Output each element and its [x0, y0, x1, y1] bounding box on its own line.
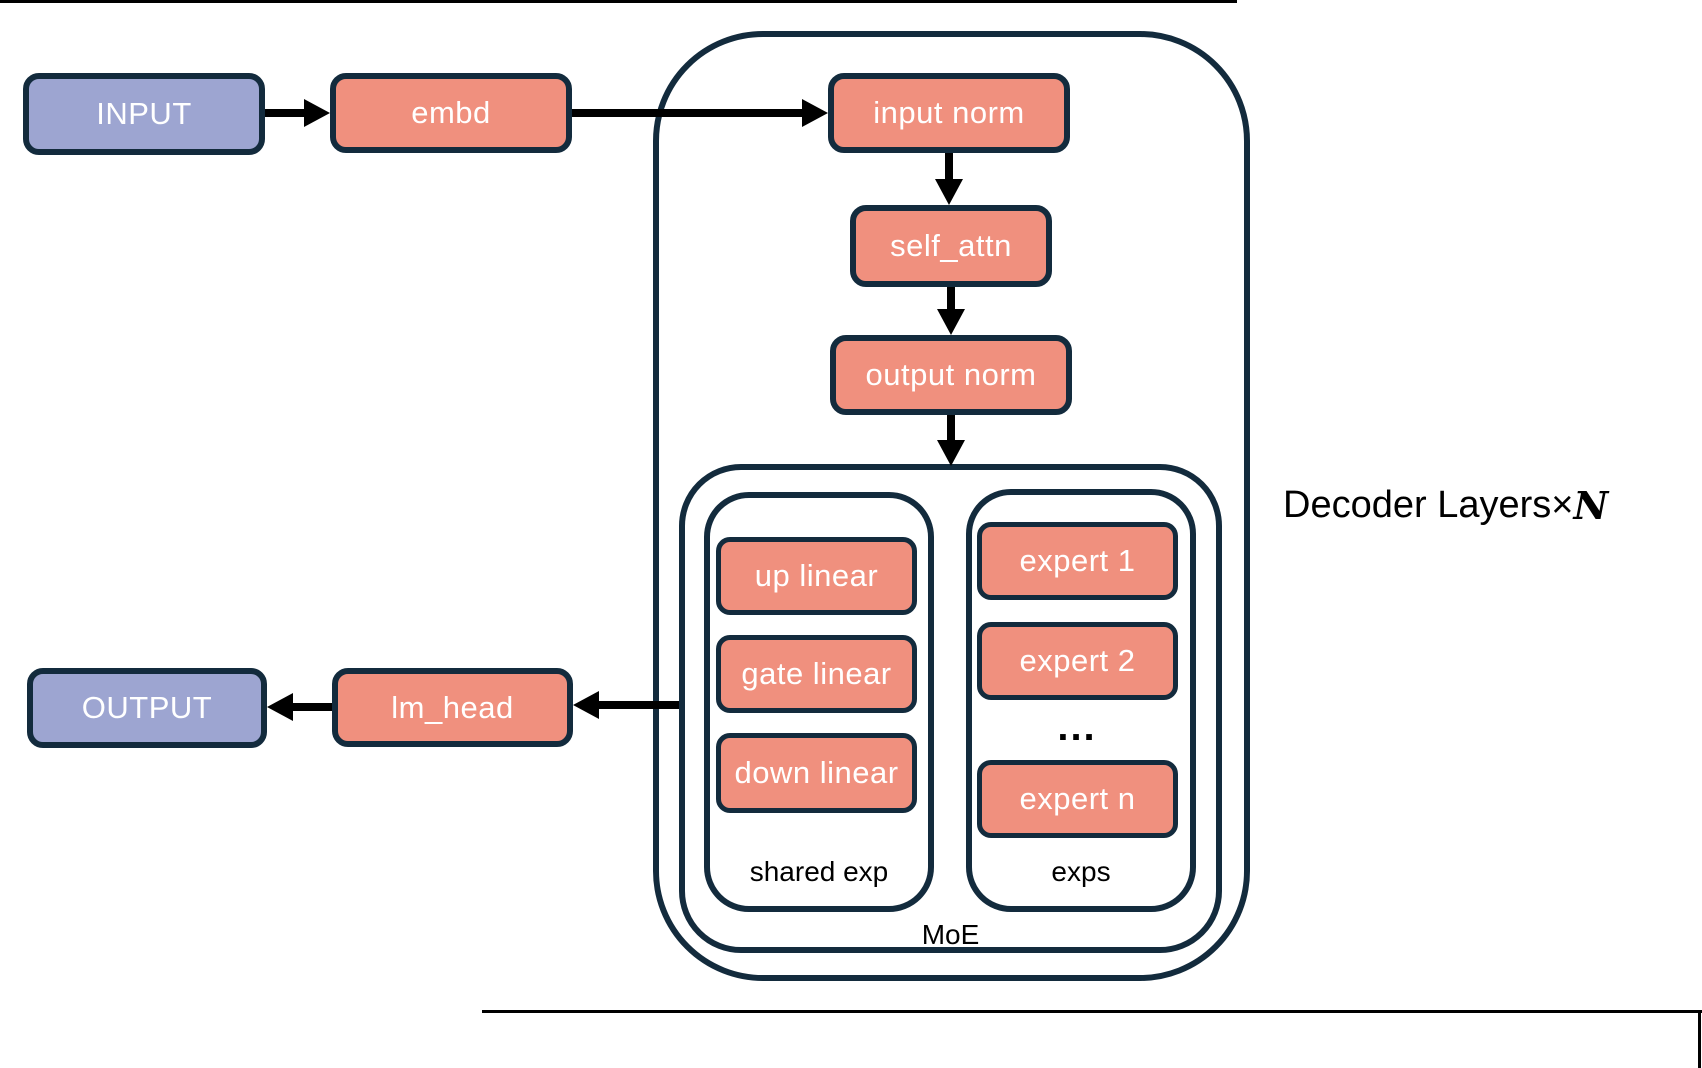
decoder-layers-label: Decoder Layers×N: [1283, 480, 1608, 530]
crop-edge-bottom: [482, 1010, 1702, 1013]
expert-2-node: expert 2: [977, 622, 1178, 700]
arrow-input-to-embd: [265, 99, 330, 127]
input-node: INPUT: [23, 73, 265, 155]
arrow-lm-head-to-output: [267, 693, 332, 721]
arrow-embd-to-input-norm: [572, 99, 828, 127]
gate-linear-node: gate linear: [716, 635, 917, 713]
output-node: OUTPUT: [27, 668, 267, 748]
experts-ellipsis: ...: [1057, 705, 1097, 749]
decoder-layers-text: Decoder Layers×: [1283, 483, 1574, 526]
moe-container: [679, 464, 1222, 953]
moe-label: MoE: [921, 919, 980, 950]
crop-edge-top: [0, 0, 1237, 3]
lm-head-node: lm_head: [332, 668, 573, 747]
decoder-layers-container: [653, 31, 1250, 981]
self-attn-node: self_attn: [850, 205, 1052, 287]
down-linear-node: down linear: [716, 733, 917, 813]
output-norm-node: output norm: [830, 335, 1072, 415]
embd-node: embd: [330, 73, 572, 153]
arrow-moe-to-lm-head: [573, 691, 679, 719]
up-linear-node: up linear: [716, 537, 917, 615]
input-norm-node: input norm: [828, 73, 1070, 153]
arrow-input-norm-to-self-attn: [935, 153, 963, 205]
arrow-self-attn-to-output-norm: [937, 287, 965, 335]
expert-n-node: expert n: [977, 760, 1178, 838]
decoder-layers-n: N: [1573, 482, 1609, 528]
exps-label: exps: [1051, 856, 1111, 887]
expert-1-node: expert 1: [977, 522, 1178, 600]
arrow-output-norm-to-moe: [937, 415, 965, 466]
shared-exp-label: shared exp: [749, 856, 889, 887]
exps-container: [966, 489, 1196, 912]
shared-exp-container: [704, 492, 934, 912]
crop-edge-right: [1698, 1010, 1701, 1068]
